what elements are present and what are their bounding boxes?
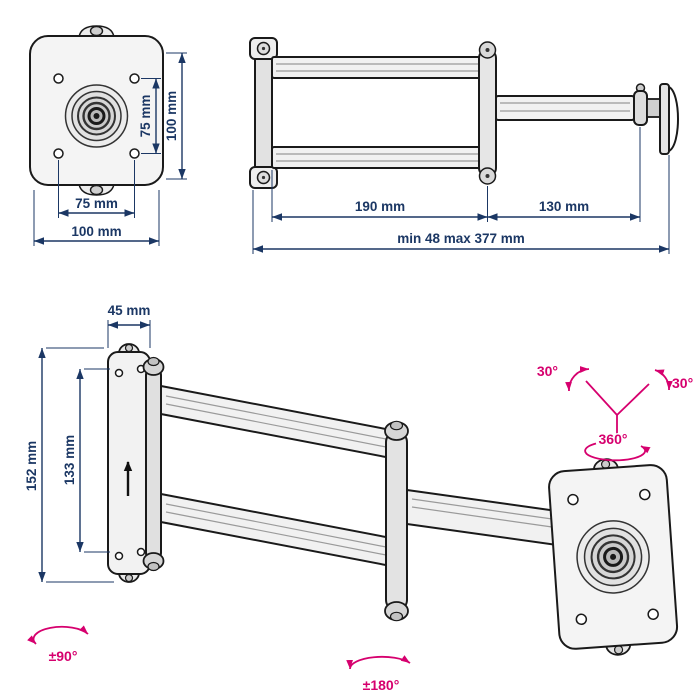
tab-screw (124, 573, 134, 583)
arm-detail-line (411, 498, 553, 520)
elbow-knob-cap (389, 611, 404, 622)
hinge-cap-center (485, 174, 490, 178)
arm-detail-line (165, 503, 387, 548)
arm-bar-bottom (160, 492, 392, 568)
rot-label-360: 360° (599, 431, 628, 447)
dim-label-130mm: 130 mm (539, 199, 589, 214)
elbow-hinge-top (478, 41, 497, 185)
mounting-hole (647, 608, 659, 621)
dim-label-75mm-vertical: 75 mm (138, 95, 153, 138)
elbow-post (385, 431, 408, 611)
hinge-knob-cap (147, 356, 160, 367)
arm-detail-line (165, 395, 387, 440)
mounting-hole (53, 73, 64, 84)
rot-label-90: ±90° (49, 648, 78, 664)
center-boss (64, 84, 129, 148)
top-view: 190 mm 130 mm min 48 max 377 mm (249, 37, 679, 254)
first-arm-pair (271, 56, 485, 169)
mounting-hole (129, 148, 140, 159)
screw-center (261, 175, 266, 180)
front-dims-vertical: 75 mm 100 mm (138, 52, 187, 180)
elbow-swivel-arrow (346, 655, 411, 670)
base-swivel-arrow (27, 625, 89, 645)
wall-plate-perspective (107, 343, 165, 583)
mounting-hole (136, 547, 146, 557)
rot-label-30-left: 30° (537, 363, 558, 379)
plate-connector (646, 98, 661, 118)
vesa-plate-front (29, 25, 164, 196)
tilt-arc-right (654, 369, 673, 391)
dim-label-152mm: 152 mm (24, 441, 39, 491)
perspective-dims: 45 mm 152 mm 133 mm (24, 303, 151, 583)
vesa-plate-perspective (548, 458, 679, 656)
top-tab-knob (89, 25, 104, 37)
base-hinge-post (145, 367, 162, 561)
wall-bracket-top (249, 37, 278, 189)
vesa-plate-edge (659, 83, 670, 155)
hinge-cap-center (485, 48, 490, 52)
dim-label-100mm-vertical: 100 mm (164, 91, 179, 141)
tab-screw (124, 343, 134, 353)
wall-plate-bar (254, 55, 273, 171)
dim-label-190mm: 190 mm (355, 199, 405, 214)
perspective-view: 45 mm 152 mm 133 mm (24, 303, 693, 693)
arm-bar-top (271, 56, 485, 79)
boss-center (93, 113, 100, 119)
dim-label-133mm: 133 mm (62, 435, 77, 485)
arm-bar-bottom (271, 146, 485, 169)
dim-label-100mm-horizontal: 100 mm (71, 224, 121, 239)
rot-label-180: ±180° (363, 677, 400, 693)
plate-flange (668, 86, 679, 152)
screw-center (261, 46, 266, 51)
hinge-post (478, 49, 497, 177)
elbow-knob-cap (389, 420, 404, 431)
mounting-hole (575, 613, 588, 626)
mounting-hole (129, 73, 140, 84)
arm-detail-line (411, 506, 553, 528)
hinge-knob-cap (147, 561, 160, 572)
rotation-annotations: 30° 30° 360° ±90° ±180° (27, 363, 693, 693)
mounting-hole (114, 551, 124, 561)
bottom-tab-knob (89, 184, 104, 196)
mounting-hole (114, 368, 124, 378)
mounting-hole (53, 148, 64, 159)
tilt-arc-left (565, 366, 590, 392)
arm-detail-line (165, 403, 387, 448)
center-boss (576, 520, 650, 594)
dim-label-75mm-horizontal: 75 mm (75, 196, 118, 211)
mounting-hole (639, 488, 651, 501)
arm-bar-top (160, 384, 392, 460)
tilt-axis-lines (585, 380, 650, 440)
front-dims-horizontal: 75 mm 100 mm (33, 160, 160, 246)
dim-label-total-extension: min 48 max 377 mm (397, 231, 525, 246)
swivel-ellipse-arrow (584, 442, 651, 462)
mounting-hole (567, 493, 579, 506)
dim-label-45mm: 45 mm (108, 303, 151, 318)
boss-center (610, 553, 617, 560)
top-view-dims: 190 mm 130 mm min 48 max 377 mm (252, 127, 670, 254)
tilt-joint (633, 90, 648, 126)
front-view: 75 mm 100 mm 75 mm 100 mm (29, 25, 187, 246)
arm-assembly-perspective (160, 384, 572, 622)
arm2-bar (495, 95, 635, 121)
rot-label-30-right: 30° (672, 375, 693, 391)
second-arm-top (495, 83, 679, 155)
arm-detail-line (165, 511, 387, 556)
